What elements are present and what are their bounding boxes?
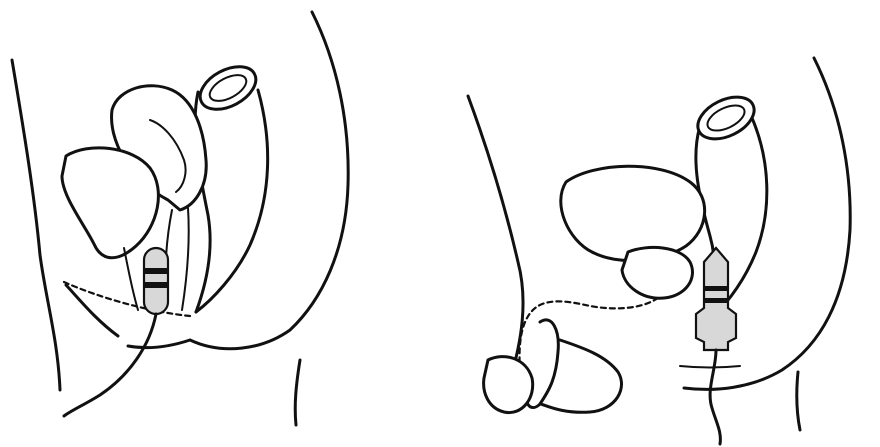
female-urethra [124,248,138,310]
female-vaginal-wall-back [182,208,189,310]
anal-probe-electrode-2 [704,298,728,303]
male-front-contour [468,96,523,380]
vaginal-probe-electrode-2 [144,282,168,288]
female-buttock-line [128,340,190,348]
male-scrotum [540,340,622,412]
female-rectum-opening [193,58,263,118]
female-front-contour [12,60,60,390]
male-prostate [622,247,692,298]
female-leg-line [295,360,300,425]
anal-probe-cable [710,350,720,444]
male-panel [468,58,850,444]
male-rectum-opening [691,89,761,148]
vaginal-probe-electrode-1 [144,268,168,274]
anal-probe-electrode-1 [704,286,728,291]
male-leg-line [797,372,800,430]
female-pelvic-floor [64,282,190,316]
vaginal-probe [144,248,168,314]
male-anal-line [680,366,740,368]
male-urethra [520,298,658,370]
female-panel [12,12,348,425]
female-bladder [62,148,158,258]
male-bladder [561,166,705,260]
male-glans [484,357,533,413]
